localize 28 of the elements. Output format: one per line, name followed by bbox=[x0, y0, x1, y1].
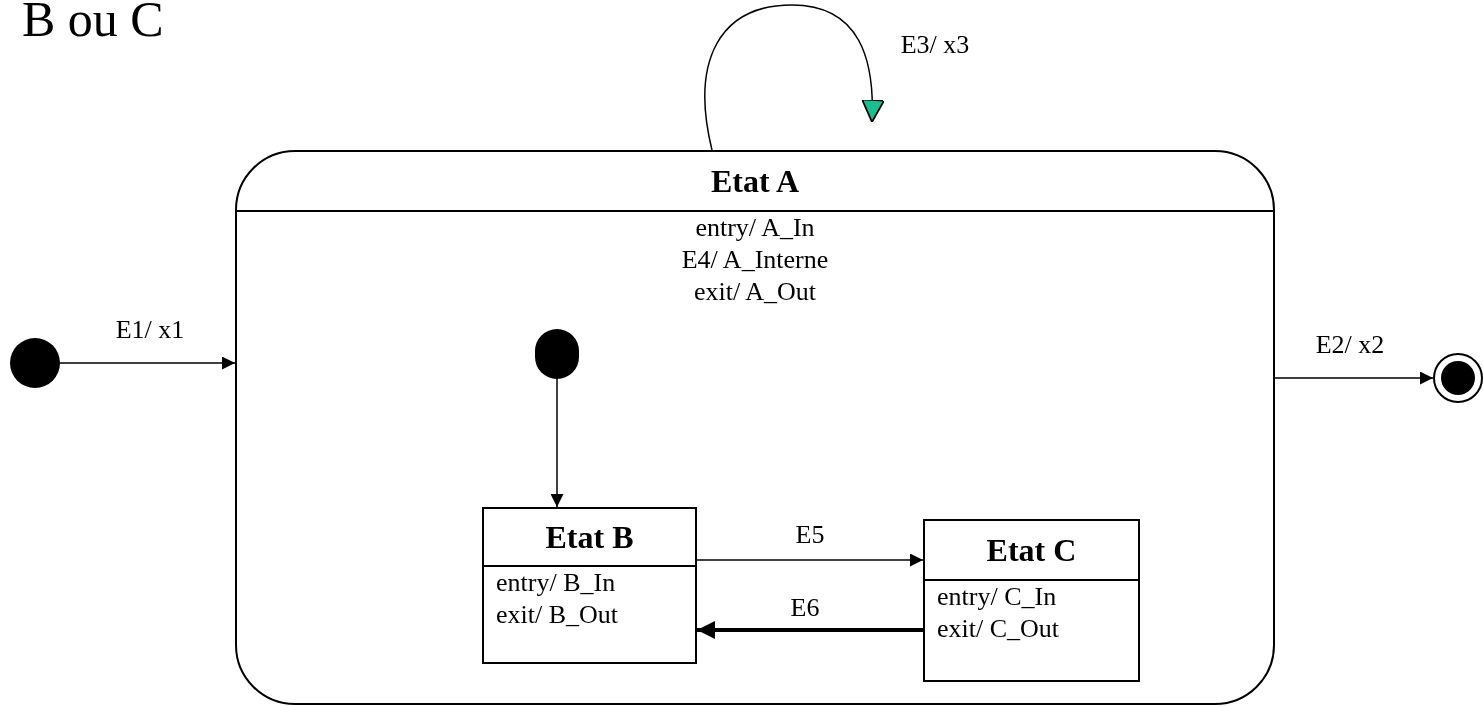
initial-state bbox=[535, 329, 579, 379]
state-name: Etat A bbox=[711, 165, 799, 197]
state-name: Etat C bbox=[986, 534, 1077, 566]
final-state bbox=[1433, 353, 1483, 403]
transition-arrow bbox=[696, 553, 924, 567]
transition-arrow bbox=[697, 621, 923, 639]
self-transition-arrow bbox=[704, 4, 885, 151]
state-action: entry/ C_In bbox=[937, 581, 1057, 613]
state-action: exit/ B_Out bbox=[496, 599, 619, 631]
state-box bbox=[235, 150, 1275, 705]
edge-label: E3/ x3 bbox=[900, 32, 970, 58]
transition-arrow bbox=[550, 378, 564, 508]
state-action: entry/ B_In bbox=[496, 567, 616, 599]
state-box bbox=[482, 507, 697, 664]
state-action: exit/ C_Out bbox=[937, 613, 1060, 645]
edge-label: E5 bbox=[795, 522, 825, 548]
initial-state bbox=[10, 338, 60, 388]
state-action: exit/ A_Out bbox=[693, 276, 817, 308]
edge-label: E1/ x1 bbox=[115, 317, 185, 343]
transition-arrow bbox=[1274, 371, 1434, 385]
transition-arrow bbox=[59, 356, 236, 370]
title-text: B ou C bbox=[22, 0, 164, 44]
state-name: Etat B bbox=[545, 521, 634, 553]
state-action: entry/ A_In bbox=[695, 212, 815, 244]
state-action: E4/ A_Interne bbox=[681, 244, 829, 276]
edge-label: E2/ x2 bbox=[1315, 332, 1385, 358]
state-box bbox=[923, 519, 1140, 682]
edge-label: E6 bbox=[790, 595, 820, 621]
